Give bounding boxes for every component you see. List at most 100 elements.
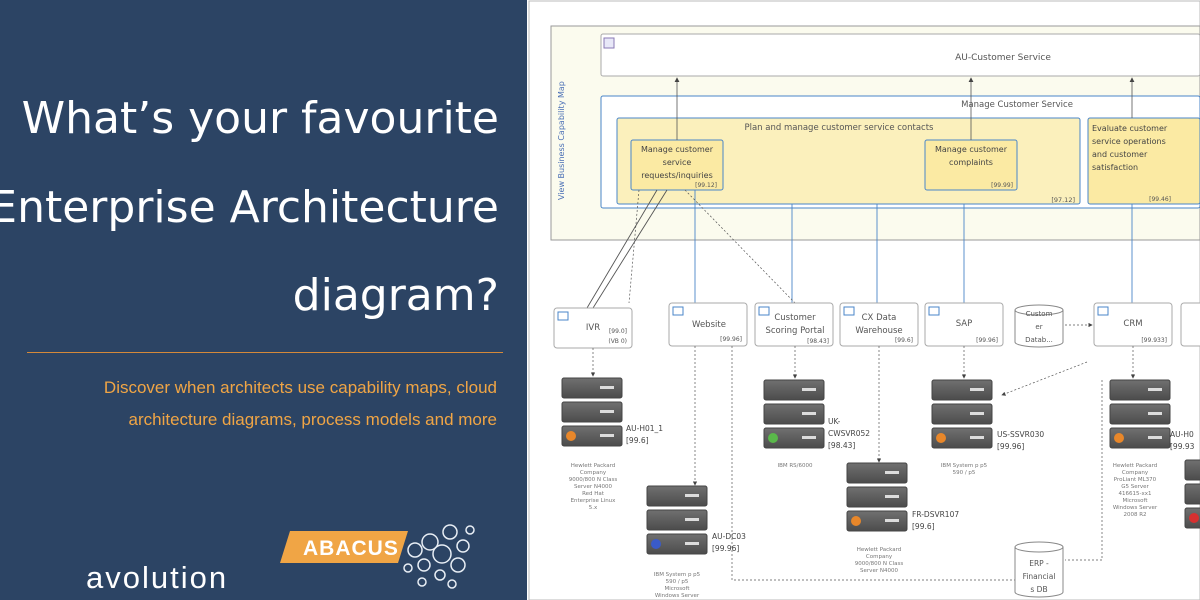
server-au-h01[interactable] bbox=[561, 377, 623, 447]
srv-au-h01-d4: Server N4000 bbox=[574, 484, 612, 490]
srv-au-dc03-d1: IBM System p p5 bbox=[654, 572, 701, 578]
srv-au-h-right-d2: Company bbox=[1122, 470, 1149, 476]
server-slot bbox=[600, 386, 614, 389]
cap-evaluate-score: [99.46] bbox=[1149, 196, 1171, 203]
server-slot bbox=[970, 436, 984, 439]
srv-uk-name: UK- bbox=[828, 417, 841, 426]
app-website[interactable]: Website [99.96] bbox=[668, 302, 748, 347]
server-slot bbox=[885, 519, 899, 522]
diagram-panel: View Business Capability Map AU-Customer… bbox=[527, 0, 1200, 600]
server-unit bbox=[561, 401, 623, 423]
server-status-dot bbox=[851, 516, 861, 526]
capability-map-title: View Business Capability Map bbox=[557, 81, 566, 200]
app-cx-line1: CX Data bbox=[862, 313, 897, 323]
server-us[interactable] bbox=[931, 379, 993, 449]
plan-manage-contacts-label: Plan and manage customer service contact… bbox=[744, 123, 934, 133]
avolution-logo: avolution bbox=[86, 560, 229, 595]
srv-au-h-right-d6: Microsoft bbox=[1122, 498, 1148, 504]
headline-line-3: diagram? bbox=[292, 270, 499, 321]
srv-au-h-right-d3: ProLiant ML370 bbox=[1114, 477, 1157, 483]
server-slot bbox=[1148, 412, 1162, 415]
server-unit bbox=[646, 485, 708, 507]
server-unit bbox=[646, 509, 708, 531]
server-unit bbox=[763, 379, 825, 401]
manage-customer-service-label: Manage Customer Service bbox=[961, 100, 1073, 110]
app-crm-name: CRM bbox=[1123, 319, 1142, 329]
customer-database[interactable]: Custom er Datab... bbox=[1014, 304, 1064, 348]
divider bbox=[27, 352, 503, 353]
srv-au-dc03-d4: Windows Server bbox=[655, 593, 700, 599]
server-unit bbox=[931, 427, 993, 449]
srv-fr-d3: 9000/800 N Class bbox=[855, 561, 904, 567]
srv-au-h01-d1: Hewlett Packard bbox=[571, 463, 616, 469]
srv-au-dc03-d3: Microsoft bbox=[664, 586, 690, 592]
srv-us-score: [99.96] bbox=[997, 442, 1024, 451]
server-slot bbox=[802, 412, 816, 415]
server-status-dot bbox=[651, 539, 661, 549]
server-au-dc03[interactable] bbox=[646, 485, 708, 555]
srv-au-h-right-d5: 416615-xx1 bbox=[1119, 491, 1152, 497]
app-cx-score: [99.6] bbox=[895, 337, 913, 344]
srv-uk-name2: CWSVR052 bbox=[828, 429, 870, 438]
srv-fr-name: FR-DSVR107 bbox=[912, 510, 959, 519]
srv-fr-score: [99.6] bbox=[912, 522, 935, 531]
app-scoring-line2: Scoring Portal bbox=[765, 326, 824, 336]
srv-us-d1: IBM System p p5 bbox=[941, 463, 988, 469]
srv-au-h-right-d4: G5 Server bbox=[1121, 484, 1149, 490]
server-uk[interactable] bbox=[763, 379, 825, 449]
server-unit bbox=[931, 379, 993, 401]
server-unit bbox=[561, 377, 623, 399]
plan-manage-score: [97.12] bbox=[1051, 196, 1075, 204]
au-customer-service-box[interactable] bbox=[600, 33, 1200, 77]
app-crm[interactable]: CRM [99.933] bbox=[1093, 302, 1173, 347]
app-cx-data-warehouse[interactable]: CX Data Warehouse [99.6] bbox=[839, 302, 919, 347]
app-website-name: Website bbox=[692, 320, 726, 330]
srv-au-h01-d7: 5.x bbox=[589, 505, 598, 511]
srv-au-h01-score: [99.6] bbox=[626, 436, 649, 445]
abacus-tag-shape bbox=[280, 531, 408, 563]
server-slot bbox=[1148, 388, 1162, 391]
srv-au-dc03-score: [99.96] bbox=[712, 544, 739, 553]
subtitle-line-1: Discover when architects use capability … bbox=[103, 378, 497, 397]
srv-au-h-right-score: [99.93 bbox=[1170, 442, 1195, 451]
server-unit bbox=[1109, 379, 1171, 401]
app-crm-score: [99.933] bbox=[1141, 337, 1167, 344]
server-status-dot bbox=[1189, 513, 1199, 523]
srv-au-h-right-d1: Hewlett Packard bbox=[1113, 463, 1158, 469]
server-unit bbox=[846, 462, 908, 484]
server-status-dot bbox=[566, 431, 576, 441]
erp-financials-db[interactable]: ERP - Financial s DB bbox=[1014, 541, 1064, 598]
server-partial-right[interactable] bbox=[1184, 459, 1200, 529]
server-au-h-right[interactable] bbox=[1109, 379, 1171, 449]
ea-diagram: View Business Capability Map AU-Customer… bbox=[528, 0, 1200, 600]
srv-us-name: US-SSVR030 bbox=[997, 430, 1044, 439]
cap-evaluate-service-box[interactable] bbox=[1087, 117, 1200, 205]
erp-line1: ERP - bbox=[1029, 559, 1049, 568]
app-ivr[interactable]: IVR [99.0] (VB 0) bbox=[553, 307, 633, 349]
custdb-line1: Custom bbox=[1026, 310, 1053, 318]
app-ivr-score2: (VB 0) bbox=[608, 338, 627, 345]
server-fr[interactable] bbox=[846, 462, 908, 532]
subtitle-line-2: architecture diagrams, process models an… bbox=[128, 410, 498, 429]
server-slot bbox=[600, 410, 614, 413]
server-unit bbox=[646, 533, 708, 555]
server-slot bbox=[885, 471, 899, 474]
app-sap-name: SAP bbox=[956, 319, 973, 329]
app-customer-scoring-portal[interactable]: Customer Scoring Portal [98.43] bbox=[754, 302, 834, 347]
app-sap[interactable]: SAP [99.96] bbox=[924, 302, 1004, 347]
srv-au-h-right-name: AU-H0 bbox=[1170, 430, 1194, 439]
server-slot bbox=[802, 388, 816, 391]
app-website-score: [99.96] bbox=[720, 336, 742, 343]
app-scoring-score: [98.43] bbox=[807, 338, 829, 345]
srv-fr-d1: Hewlett Packard bbox=[857, 547, 902, 553]
srv-au-h-right-d8: 2008 R2 bbox=[1123, 512, 1146, 518]
cap-evaluate-line4: satisfaction bbox=[1092, 163, 1138, 172]
au-customer-service-label: AU-Customer Service bbox=[955, 53, 1051, 63]
server-slot bbox=[1148, 436, 1162, 439]
app-ivr-score: [99.0] bbox=[609, 328, 627, 335]
abacus-bubbles-icon bbox=[403, 524, 475, 589]
cap-evaluate-line2: service operations bbox=[1092, 137, 1166, 146]
app-partial-right[interactable] bbox=[1180, 302, 1200, 347]
server-status-dot bbox=[1114, 433, 1124, 443]
srv-fr-d4: Server N4000 bbox=[860, 568, 898, 574]
